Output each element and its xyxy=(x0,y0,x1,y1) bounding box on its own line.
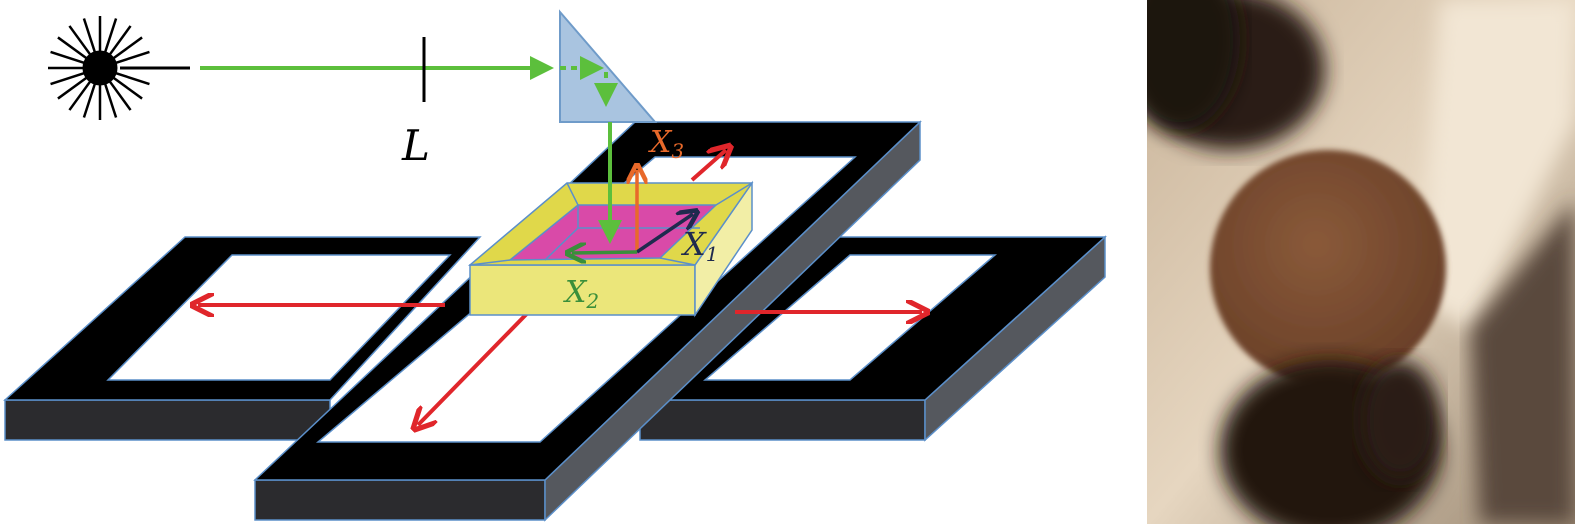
laser-ray xyxy=(68,80,92,111)
laser-ray xyxy=(114,71,150,86)
lens: L xyxy=(401,37,430,170)
sample-photo xyxy=(1147,0,1575,524)
laser-ray xyxy=(57,76,88,100)
laser-ray xyxy=(50,71,86,86)
back-arrow xyxy=(690,150,726,182)
laser-ray xyxy=(103,82,118,118)
left-frame xyxy=(3,236,482,441)
laser-ray xyxy=(108,25,132,56)
x2-axis-arrow xyxy=(572,252,638,253)
laser-ray xyxy=(114,50,150,65)
x2-label: X2 xyxy=(563,275,599,313)
beam-in-prism xyxy=(560,56,622,244)
laser-ray xyxy=(82,82,97,118)
lens-label: L xyxy=(401,121,430,170)
laser-source-icon xyxy=(48,16,190,120)
x1-label: X1 xyxy=(680,225,719,266)
sample-disk xyxy=(1210,150,1446,386)
laser-ray xyxy=(103,18,118,54)
laser-ray xyxy=(82,18,97,54)
x3-label: X3 xyxy=(648,125,684,163)
laser-ray xyxy=(108,80,132,111)
laser-ray xyxy=(50,50,86,65)
laser-ray xyxy=(68,25,92,56)
laser-ray xyxy=(112,76,143,100)
x1-axis-arrow xyxy=(636,214,693,254)
laser-ray xyxy=(112,36,143,60)
laser-ray xyxy=(57,36,88,60)
